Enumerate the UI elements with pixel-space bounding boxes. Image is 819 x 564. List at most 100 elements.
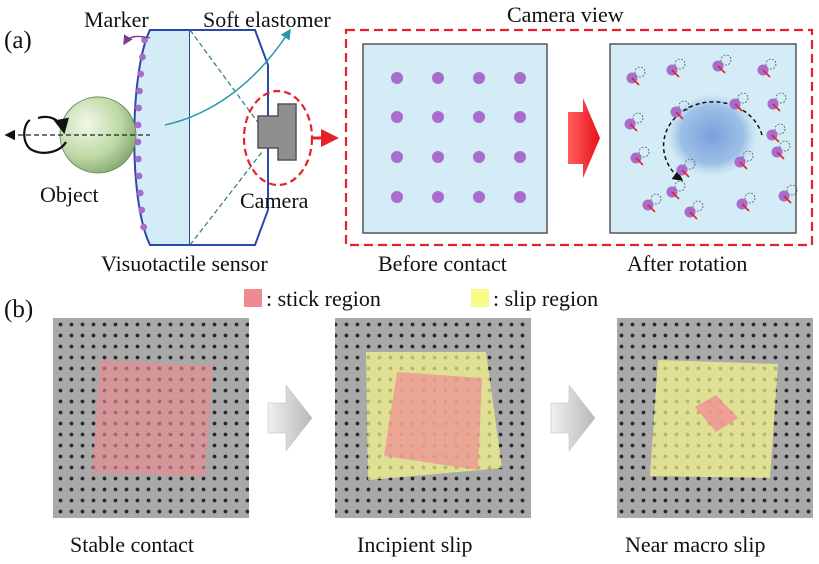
stick-region — [695, 395, 738, 432]
displaced-marker — [734, 150, 754, 170]
original-marker-position — [692, 200, 704, 212]
before-contact-label: Before contact — [378, 251, 507, 276]
stick-legend-label: : stick region — [266, 286, 381, 311]
camera-view-box — [344, 28, 814, 247]
displaced-marker — [624, 112, 644, 132]
original-marker-position — [638, 146, 650, 158]
marker-dot — [432, 151, 444, 163]
displacement-vector — [776, 151, 785, 160]
after-rotation-label: After rotation — [627, 251, 747, 276]
rotation-arrow-head-icon — [37, 115, 69, 135]
marker-pointer-arrow — [123, 34, 151, 46]
transition-arrow-gray-2 — [550, 384, 596, 452]
marker-dot — [473, 72, 485, 84]
marker-dot — [514, 72, 526, 84]
sensor-label: Visuotactile sensor — [101, 251, 268, 276]
original-marker-position — [674, 180, 686, 192]
displaced-marker — [766, 123, 786, 143]
displaced-marker — [684, 200, 704, 220]
original-marker-position — [775, 92, 787, 104]
displacement-vector — [783, 195, 792, 204]
original-marker-position — [742, 150, 754, 162]
displaced-marker — [666, 58, 686, 78]
camera-view-label: Camera view — [507, 2, 624, 27]
displaced-marker — [670, 100, 690, 120]
sensor-marker — [137, 70, 145, 78]
original-marker-position — [779, 140, 791, 152]
displacement-vector — [671, 69, 680, 78]
displaced-marker — [626, 66, 646, 86]
displacement-vector — [741, 203, 750, 212]
fov-line-bottom — [189, 151, 263, 246]
original-marker-position — [737, 92, 749, 104]
original-marker-position — [720, 54, 732, 66]
sensor-marker — [134, 155, 142, 163]
transition-arrow-gray-1 — [267, 384, 313, 452]
sensor-marker — [134, 121, 142, 129]
object-label: Object — [40, 182, 99, 207]
displaced-marker — [757, 58, 777, 78]
original-marker-position — [678, 100, 690, 112]
original-marker-position — [632, 112, 644, 124]
slip-legend-swatch — [471, 289, 489, 307]
displacement-vector — [631, 77, 640, 86]
stable-contact-caption: Stable contact — [70, 532, 194, 557]
stick-region — [384, 372, 482, 470]
displacement-vector — [635, 157, 644, 166]
original-marker-position — [765, 58, 777, 70]
displacement-vector — [772, 103, 781, 112]
panel-b-label: (b) — [4, 296, 33, 323]
marker-dot — [391, 111, 403, 123]
marker-dot — [473, 191, 485, 203]
marker-dot — [473, 151, 485, 163]
marker-dot — [391, 72, 403, 84]
marker-dot — [432, 191, 444, 203]
displaced-marker — [767, 92, 787, 112]
displaced-marker — [630, 146, 650, 166]
stick-region — [92, 360, 213, 476]
original-marker-position — [786, 184, 798, 196]
marker-dot — [514, 151, 526, 163]
displaced-marker — [642, 193, 662, 213]
stick-legend-swatch — [244, 289, 262, 307]
slip-legend-label: : slip region — [493, 286, 598, 311]
displacement-vector — [762, 69, 771, 78]
original-marker-position — [774, 123, 786, 135]
sensor-marker — [140, 223, 148, 231]
elastomer-pointer-arrow — [164, 28, 291, 126]
displaced-marker — [712, 54, 732, 74]
displaced-marker — [676, 158, 696, 178]
transition-arrow-red — [568, 98, 600, 178]
sensor-marker — [135, 104, 142, 112]
object-sphere — [4, 96, 150, 174]
displaced-marker — [771, 140, 791, 160]
displaced-marker — [778, 184, 798, 204]
marker-dot — [514, 191, 526, 203]
incipient-slip-image — [335, 318, 531, 518]
near-macro-slip-image — [617, 318, 813, 518]
sensor-marker — [138, 206, 146, 214]
marker-dot — [391, 191, 403, 203]
displacement-vector — [734, 103, 743, 112]
panel-a-label: (a) — [4, 27, 32, 54]
original-marker-position — [634, 66, 646, 78]
displaced-marker — [736, 192, 756, 212]
camera-label: Camera — [240, 188, 309, 213]
rotation-arrow-icon — [23, 119, 67, 154]
marker-dot — [391, 151, 403, 163]
camera-icon — [257, 103, 297, 161]
displacement-vector — [689, 211, 698, 220]
displacement-vector — [671, 191, 680, 200]
displacement-vector — [739, 161, 748, 170]
displacement-vector — [717, 65, 726, 74]
sensor-marker — [136, 189, 144, 197]
marker-dot — [514, 111, 526, 123]
displaced-marker — [666, 180, 686, 200]
sensor-marker — [134, 138, 142, 146]
incipient-slip-caption: Incipient slip — [357, 532, 472, 557]
displacement-vector — [675, 111, 684, 120]
soft-elastomer-label: Soft elastomer — [203, 7, 331, 32]
after-rotation-markers — [624, 54, 798, 220]
original-marker-position — [650, 193, 662, 205]
